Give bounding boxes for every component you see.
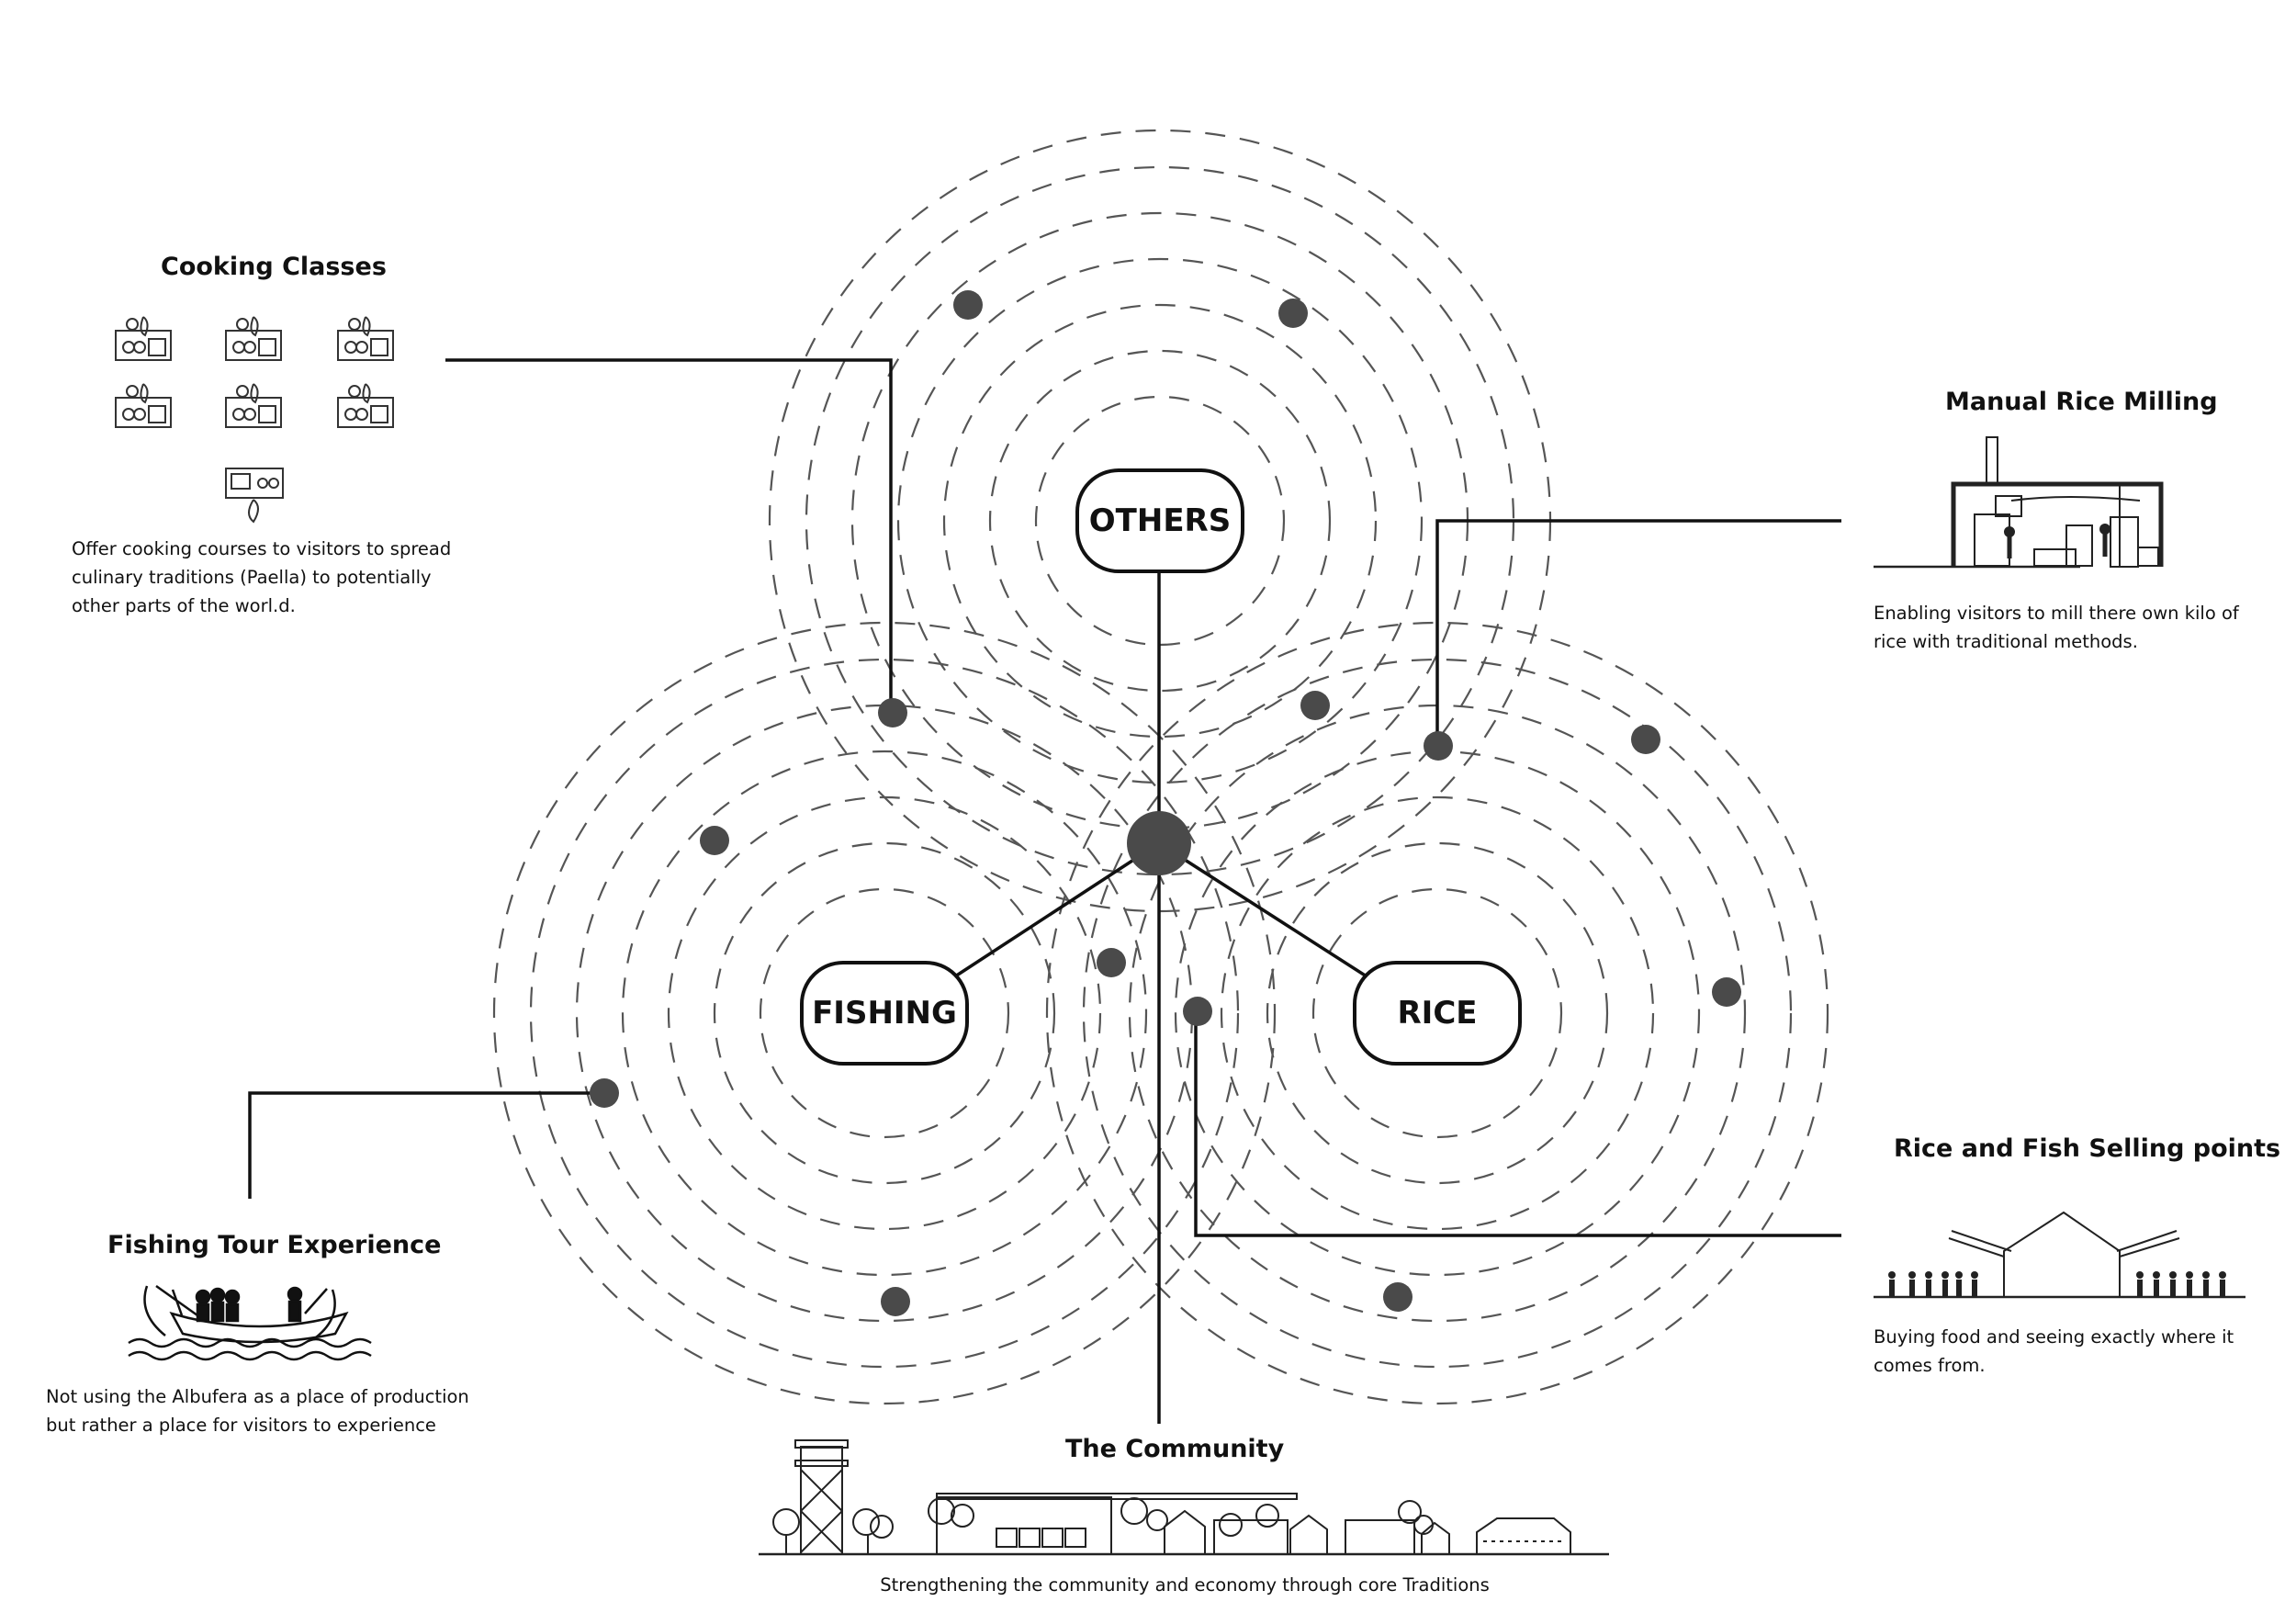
person-silhouette-head [1971, 1271, 1978, 1279]
selling-connector [1194, 1010, 1841, 1237]
hub-fishing: FISHING [800, 961, 969, 1066]
person-silhouette-body [2220, 1280, 2225, 1297]
person-silhouette-body [1956, 1280, 1962, 1297]
rice-mill-illustration [1874, 436, 2164, 569]
person-silhouette-body [2170, 1280, 2176, 1297]
person-silhouette-body [1972, 1280, 1977, 1297]
connector-lines [248, 358, 1841, 1424]
dot [1300, 691, 1330, 720]
person-silhouette-head [1925, 1271, 1932, 1279]
fishing-boat-illustration [128, 1284, 372, 1361]
fishing-tour-connector [248, 1091, 604, 1199]
person-silhouette-body [2203, 1280, 2209, 1297]
person-silhouette-head [2219, 1271, 2226, 1279]
person-silhouette-head [1941, 1271, 1949, 1279]
rice-ring [1082, 658, 1793, 1369]
person-silhouette-head [1888, 1271, 1896, 1279]
hub-fishing-label: FISHING [812, 995, 957, 1032]
dot [1631, 725, 1660, 754]
person-silhouette-head [1908, 1271, 1916, 1279]
fishing-ring [529, 658, 1240, 1369]
person-silhouette-body [1926, 1280, 1931, 1297]
cooking-classes-description: Offer cooking courses to visitors to spr… [72, 538, 452, 616]
hub-others-label: OTHERS [1089, 502, 1231, 539]
dot [1097, 948, 1126, 977]
dot [878, 698, 907, 727]
dot [1278, 299, 1308, 328]
rice-milling-title: Manual Rice Milling [1945, 388, 2218, 416]
fishing-tour-title: Fishing Tour Experience [107, 1231, 442, 1259]
others-ring [942, 303, 1378, 739]
cooking-classes-title: Cooking Classes [161, 253, 387, 281]
market-people-silhouettes [1888, 1271, 2226, 1297]
others-ring [988, 349, 1332, 693]
selling-points-title: Rice and Fish Selling points [1894, 1134, 2281, 1163]
hub-rice: RICE [1353, 961, 1522, 1066]
person-silhouette-head [2136, 1271, 2144, 1279]
person-silhouette-head [2169, 1271, 2177, 1279]
person-silhouette-body [1942, 1280, 1948, 1297]
dot [881, 1287, 910, 1316]
center-node [1127, 811, 1191, 875]
person-silhouette-body [2154, 1280, 2159, 1297]
dot [1383, 1282, 1412, 1312]
community-title: The Community [1065, 1435, 1285, 1463]
fishing-ring [713, 841, 1056, 1185]
rice-milling-description: Enabling visitors to mill there own kilo… [1874, 603, 2239, 652]
rice-ring [1266, 841, 1609, 1185]
person-silhouette-body [2187, 1280, 2192, 1297]
milling-connector [1435, 519, 1841, 742]
rice-ring [1220, 795, 1655, 1231]
selling-points-description: Buying food and seeing exactly where it … [1874, 1326, 2234, 1376]
dot [590, 1078, 619, 1108]
fishing-tour-description: Not using the Albufera as a place of pro… [46, 1386, 469, 1436]
person-silhouette-head [2202, 1271, 2210, 1279]
hub-others: OTHERS [1075, 468, 1244, 573]
center-to-rice-line [1158, 841, 1367, 978]
person-silhouette-head [1955, 1271, 1963, 1279]
fishing-ring [492, 621, 1277, 1405]
person-silhouette-body [2137, 1280, 2143, 1297]
rice-ring [1311, 887, 1563, 1139]
market-illustration [1874, 1211, 2245, 1299]
fishing-ring [621, 750, 1148, 1277]
fishing-ring [759, 887, 1010, 1139]
hub-rice-label: RICE [1397, 995, 1477, 1032]
dot [1712, 977, 1741, 1007]
person-silhouette-head [2153, 1271, 2160, 1279]
center-to-fishing-line [954, 841, 1160, 978]
dot [700, 826, 729, 855]
activity-dots [590, 290, 1741, 1316]
person-silhouette-body [1909, 1280, 1915, 1297]
cooking-connector [445, 358, 893, 712]
cooking-stations-illustration [115, 316, 394, 524]
dot [1183, 997, 1212, 1026]
community-description: Strengthening the community and economy … [880, 1574, 1490, 1596]
fishing-ring [667, 795, 1102, 1231]
rice-ring [1045, 621, 1829, 1405]
dot [1424, 731, 1453, 761]
person-silhouette-head [2186, 1271, 2193, 1279]
others-ring [896, 257, 1424, 784]
community-skyline-illustration [759, 1439, 1609, 1556]
dot [953, 290, 983, 320]
person-silhouette-body [1889, 1280, 1895, 1297]
dashed-rings [492, 129, 1829, 1405]
